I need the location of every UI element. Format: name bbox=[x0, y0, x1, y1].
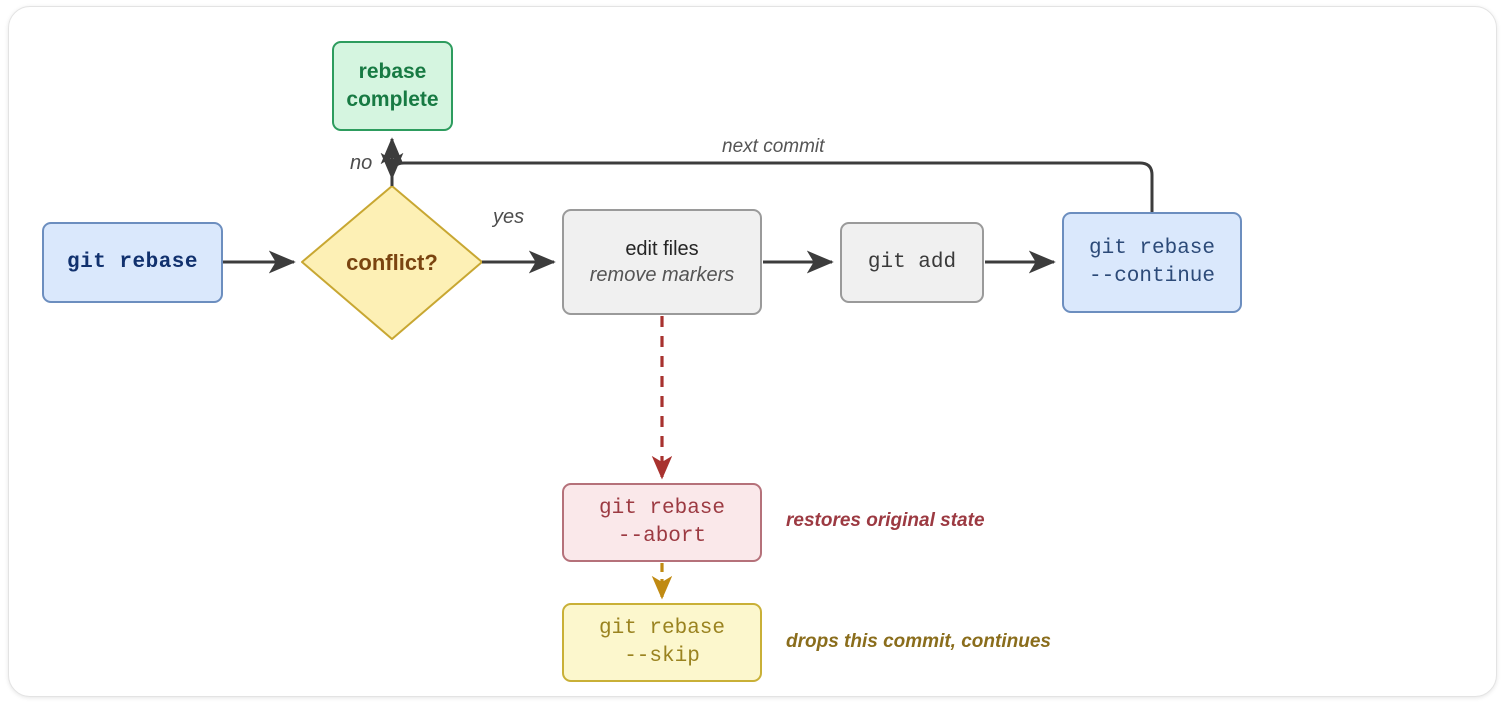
node-git-add-label: git add bbox=[867, 250, 957, 274]
node-git-rebase-abort-line1: git rebase bbox=[598, 496, 726, 520]
node-conflict-decision[interactable]: conflict? bbox=[302, 186, 482, 339]
annotation-skip-note: drops this commit, continues bbox=[786, 631, 1051, 652]
node-git-rebase-continue[interactable]: git rebase --continue bbox=[1062, 212, 1242, 313]
node-edit-files-line1: edit files bbox=[625, 237, 699, 260]
node-git-rebase-label: git rebase bbox=[66, 250, 199, 274]
node-git-rebase-abort-line2: --abort bbox=[617, 524, 707, 548]
node-git-rebase-continue-line2: --continue bbox=[1088, 264, 1216, 288]
node-conflict-label: conflict? bbox=[346, 249, 438, 275]
node-rebase-complete-line1: rebase bbox=[358, 60, 427, 84]
edge-label-next-commit: next commit bbox=[722, 136, 825, 157]
node-git-rebase[interactable]: git rebase bbox=[42, 222, 223, 303]
node-edit-files[interactable]: edit files remove markers bbox=[562, 209, 762, 315]
edge-label-no: no bbox=[350, 152, 373, 174]
node-git-rebase-skip[interactable]: git rebase --skip bbox=[562, 603, 762, 682]
diagram-card bbox=[8, 6, 1497, 697]
annotation-abort-note: restores original state bbox=[786, 510, 985, 531]
node-rebase-complete[interactable]: rebase complete bbox=[332, 41, 453, 131]
node-git-add[interactable]: git add bbox=[840, 222, 984, 303]
node-edit-files-line2: remove markers bbox=[589, 264, 735, 286]
edge-label-yes: yes bbox=[493, 206, 525, 228]
node-git-rebase-skip-line2: --skip bbox=[624, 644, 700, 668]
node-git-rebase-abort[interactable]: git rebase --abort bbox=[562, 483, 762, 562]
node-git-rebase-continue-line1: git rebase bbox=[1088, 236, 1216, 260]
node-rebase-complete-line2: complete bbox=[346, 88, 439, 111]
node-git-rebase-skip-line1: git rebase bbox=[598, 616, 726, 640]
